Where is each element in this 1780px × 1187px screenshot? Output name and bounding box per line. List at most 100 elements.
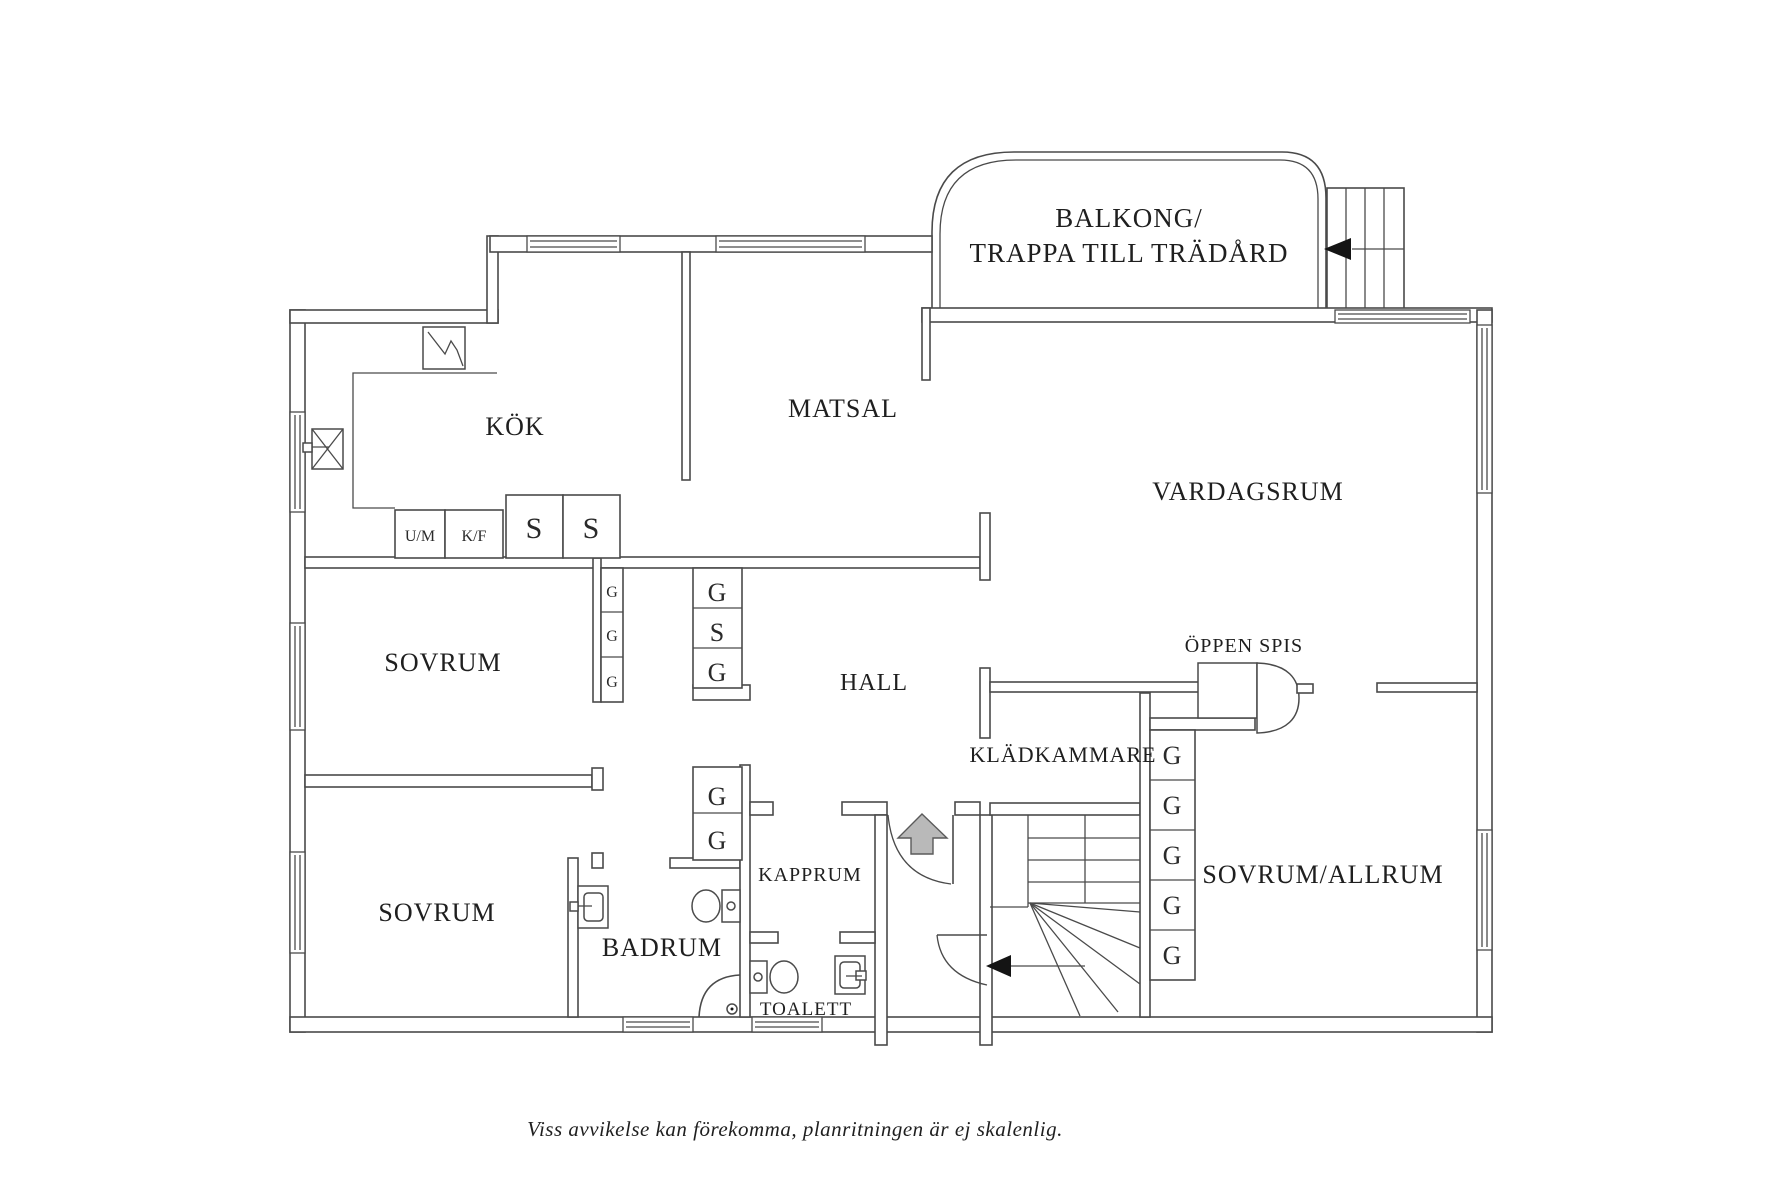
stair-winder	[1029, 902, 1141, 985]
room-label-sovrum1: SOVRUM	[384, 648, 501, 677]
cabinet-label: S	[526, 512, 543, 545]
allrum-cabinets: G G G G G	[1149, 729, 1196, 981]
room-label-kok: KÖK	[485, 412, 544, 441]
sink	[834, 955, 867, 995]
window	[1334, 309, 1471, 324]
hall-south-wall-b	[841, 801, 888, 816]
matsal-vardagsrum-stub-wall	[921, 307, 931, 381]
chimney-symbol	[422, 326, 466, 370]
kapprum-toalett-wall-a	[749, 931, 779, 944]
doors	[887, 813, 988, 986]
sovrum2-east-wall	[567, 857, 579, 1018]
fireplace-wall-stub	[1296, 683, 1314, 694]
kapprum-cabinets: G G	[692, 766, 743, 861]
room-label-toalett: TOALETT	[760, 999, 852, 1020]
vent-symbol	[302, 428, 344, 470]
sovrum1-cabinets: G G G	[600, 567, 624, 703]
window	[751, 1016, 823, 1033]
cabinet-column	[600, 567, 624, 703]
window	[526, 235, 621, 253]
sovrum1-east-wall	[592, 557, 602, 703]
exterior-stairs	[1324, 187, 1405, 311]
bedroom-divider-wall	[304, 774, 593, 788]
balcony-label-line2: TRAPPA TILL TRÄDÅRD	[969, 238, 1288, 268]
hall-south-wall-a	[749, 801, 774, 816]
vestibule-west-wall	[874, 814, 888, 1046]
kladkammare-south-wall	[989, 802, 1141, 816]
window	[289, 622, 306, 731]
hall-south-wall-c	[954, 801, 981, 816]
balcony-outline	[931, 151, 1327, 311]
window	[622, 1016, 694, 1033]
kladkammare-west-wall	[979, 667, 991, 739]
fireplace-body	[1197, 662, 1258, 719]
toalett-fixtures	[749, 955, 867, 995]
appliance-label: K/F	[462, 528, 487, 545]
room-label-sovrum2: SOVRUM	[378, 898, 495, 927]
disclaimer-caption: Viss avvikelse kan förekomma, planritnin…	[527, 1117, 1063, 1141]
room-label-hall: HALL	[840, 670, 908, 696]
entrance-door-swing	[887, 814, 952, 885]
appliance-kf	[444, 509, 504, 559]
windows	[289, 235, 1493, 1033]
appliance-label: U/M	[405, 528, 435, 545]
stair-direction-arrow	[1324, 238, 1351, 260]
interior-stairs	[986, 815, 1141, 1017]
bedroom-divider-cap	[591, 767, 604, 791]
room-label-matsal: MATSAL	[788, 394, 898, 423]
label-oppen-spis: ÖPPEN SPIS	[1185, 634, 1303, 657]
balcony-outer-wall	[931, 151, 1327, 311]
room-label-kladkammare: KLÄDKAMMARE	[970, 742, 1157, 767]
allrum-cabinet-top-wall	[1149, 717, 1256, 731]
stair-winder	[1029, 902, 1119, 1013]
cabinet-label: G	[1163, 741, 1182, 770]
toilet	[691, 889, 741, 923]
stair-winder	[1029, 902, 1141, 913]
vestibule-door-swing	[936, 934, 988, 986]
room-label-sovrum-allrum: SOVRUM/ALLRUM	[1202, 860, 1443, 889]
cabinet-label: G	[1163, 841, 1182, 870]
cabinet-label: G	[606, 674, 618, 691]
cabinet-label: G	[708, 578, 727, 607]
window	[289, 851, 306, 954]
badrum-fixtures	[569, 885, 741, 1018]
cabinet-label: G	[1163, 791, 1182, 820]
room-label-badrum: BADRUM	[602, 933, 722, 962]
kok-matsal-partition	[681, 251, 691, 481]
room-label-kapprum: KAPPRUM	[758, 864, 862, 886]
toilet	[749, 960, 799, 994]
fireplace	[1197, 662, 1314, 734]
kitchen-appliances: U/M K/F S S	[394, 494, 621, 559]
cabinet-label: G	[1163, 941, 1182, 970]
room-label-vardagsrum: VARDAGSRUM	[1152, 477, 1344, 506]
cabinet-label: S	[583, 512, 600, 545]
allrum-north-wall	[1376, 682, 1478, 693]
corner-shower	[698, 974, 741, 1018]
fireplace-hearth	[1256, 662, 1300, 734]
bottom-wall	[289, 1016, 1493, 1033]
window	[289, 411, 306, 513]
window	[1476, 829, 1493, 951]
stair-winder	[1029, 902, 1141, 949]
cabinet-label: G	[708, 826, 727, 855]
hall-cabinets: G S G	[692, 567, 743, 689]
badrum-wall-cap	[591, 852, 604, 869]
cabinet-label: G	[1163, 891, 1182, 920]
window	[1476, 324, 1493, 494]
mid-wall-end-cap	[979, 512, 991, 581]
labels: BALKONG/ TRAPPA TILL TRÄDÅRD KÖK MATSAL …	[378, 203, 1443, 1141]
stair-direction-arrow	[986, 955, 1011, 977]
cabinet-column	[692, 567, 743, 689]
balcony-label-line1: BALKONG/	[1055, 203, 1203, 233]
window	[715, 235, 866, 253]
cabinet-label: G	[606, 584, 618, 601]
balcony-inner-wall	[939, 159, 1319, 311]
kitchen-counter-line	[352, 372, 497, 509]
kapprum-toalett-wall-b	[839, 931, 876, 944]
cabinet-label: G	[606, 628, 618, 645]
cabinet-label: S	[710, 618, 724, 647]
vestibule-east-wall	[979, 814, 993, 1046]
entrance-arrow	[896, 813, 949, 855]
